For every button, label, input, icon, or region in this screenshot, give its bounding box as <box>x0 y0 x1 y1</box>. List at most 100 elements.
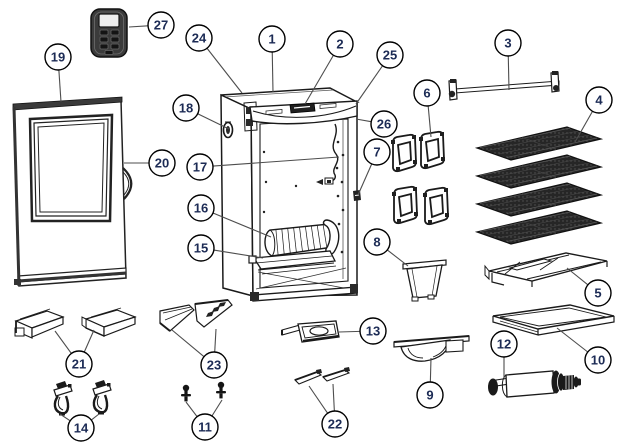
leader-line-22 <box>332 383 335 412</box>
callout-number: 1 <box>268 32 275 47</box>
callout-number: 11 <box>198 420 212 435</box>
door-latch <box>222 121 234 139</box>
latch-bracket <box>281 320 340 343</box>
callout-circle <box>370 110 398 138</box>
callout-number: 24 <box>192 31 207 46</box>
callout-4-smoking-racks: 4 <box>585 86 613 114</box>
callout-circle <box>187 234 215 262</box>
leader-line-23 <box>214 328 217 353</box>
door-handle <box>122 167 133 200</box>
callout-circle <box>67 414 95 442</box>
control-panel <box>249 100 358 125</box>
callout-14-door-clips: 14 <box>67 414 95 442</box>
chute-and-bracket <box>159 299 233 332</box>
leader-line-14 <box>59 413 71 422</box>
leader-line-17 <box>212 156 340 167</box>
control-display <box>289 102 316 114</box>
leader-line-10 <box>556 327 589 353</box>
callout-circle <box>200 351 228 379</box>
callout-1-cabinet-body: 1 <box>258 25 286 53</box>
callout-number: 15 <box>194 241 208 256</box>
callout-22-mount-brackets: 22 <box>321 410 349 438</box>
callout-number: 3 <box>504 36 511 51</box>
callout-3-support-rod: 3 <box>494 29 522 57</box>
remote-buttons <box>99 29 120 55</box>
callout-10-drip-pan: 10 <box>584 346 612 374</box>
leader-line-1 <box>271 51 274 93</box>
callout-number: 10 <box>591 353 605 368</box>
leader-line-21 <box>83 329 95 353</box>
callout-number: 22 <box>328 417 342 432</box>
chip-tray <box>248 250 337 275</box>
leader-line-24 <box>206 47 243 94</box>
callout-circle <box>321 410 349 438</box>
leader-line-23 <box>171 329 205 358</box>
leader-line-27 <box>128 25 149 28</box>
callout-5-rack-support: 5 <box>584 279 612 307</box>
callout-circle <box>326 30 354 58</box>
internal-wiring <box>316 123 339 185</box>
callout-circle <box>494 29 522 57</box>
leader-line-15 <box>213 249 264 259</box>
callout-number: 5 <box>594 286 601 301</box>
leader-line-25 <box>355 65 384 105</box>
leader-line-7 <box>357 163 373 196</box>
leader-line-26 <box>355 118 372 123</box>
callout-24-cabinet-top: 24 <box>185 24 213 52</box>
support-rod <box>448 71 560 101</box>
callout-circle <box>584 346 612 374</box>
leader-line-5 <box>566 267 589 286</box>
callout-number: 4 <box>595 93 603 108</box>
callout-2-control-panel: 2 <box>326 30 354 58</box>
callout-23-chute-and-bracket: 23 <box>200 351 228 379</box>
water-pan <box>393 335 470 362</box>
callout-number: 9 <box>426 388 433 403</box>
callout-17-internal-wiring: 17 <box>186 153 214 181</box>
front-left-foot <box>250 292 259 301</box>
callout-25-panel-end-cap: 25 <box>376 41 404 69</box>
callout-13-latch-bracket: 13 <box>359 317 387 345</box>
callout-circle <box>363 138 391 166</box>
front-right-foot <box>350 284 358 293</box>
callout-number: 27 <box>154 18 168 33</box>
callout-19-door: 19 <box>44 43 72 71</box>
callout-circle <box>363 228 391 256</box>
callout-circle <box>148 149 176 177</box>
cabinet-body <box>220 87 361 302</box>
callout-11-screws: 11 <box>191 413 219 441</box>
callout-7-side-screw: 7 <box>363 138 391 166</box>
leader-line-3 <box>507 55 510 91</box>
callout-circle <box>258 25 286 53</box>
callout-circle <box>65 350 93 378</box>
callout-circle <box>413 79 441 107</box>
callout-number: 20 <box>155 156 169 171</box>
leader-line-14 <box>90 413 100 421</box>
leader-lines <box>54 25 594 422</box>
callout-number: 7 <box>373 145 380 160</box>
rack-support <box>484 252 608 287</box>
callout-circle <box>185 24 213 52</box>
callout-circle <box>585 86 613 114</box>
callout-number: 18 <box>179 101 193 116</box>
callout-circle <box>187 194 215 222</box>
callout-circle <box>376 41 404 69</box>
callout-circle <box>191 413 219 441</box>
chip-loader-drum <box>264 219 340 257</box>
callout-number: 25 <box>383 48 397 63</box>
leader-line-13 <box>338 330 361 333</box>
callout-number: 6 <box>423 86 430 101</box>
leader-line-9 <box>429 357 432 383</box>
grease-cup <box>402 259 447 302</box>
callout-number: 17 <box>193 160 207 175</box>
callout-circle <box>186 153 214 181</box>
callout-9-water-pan: 9 <box>416 381 444 409</box>
callout-number: 13 <box>366 324 380 339</box>
leader-line-11 <box>185 401 198 417</box>
heating-element <box>488 370 581 398</box>
door <box>12 96 133 287</box>
callout-number: 19 <box>51 50 65 65</box>
leader-line-19 <box>58 69 62 103</box>
callout-6-rack-clips: 6 <box>413 79 441 107</box>
